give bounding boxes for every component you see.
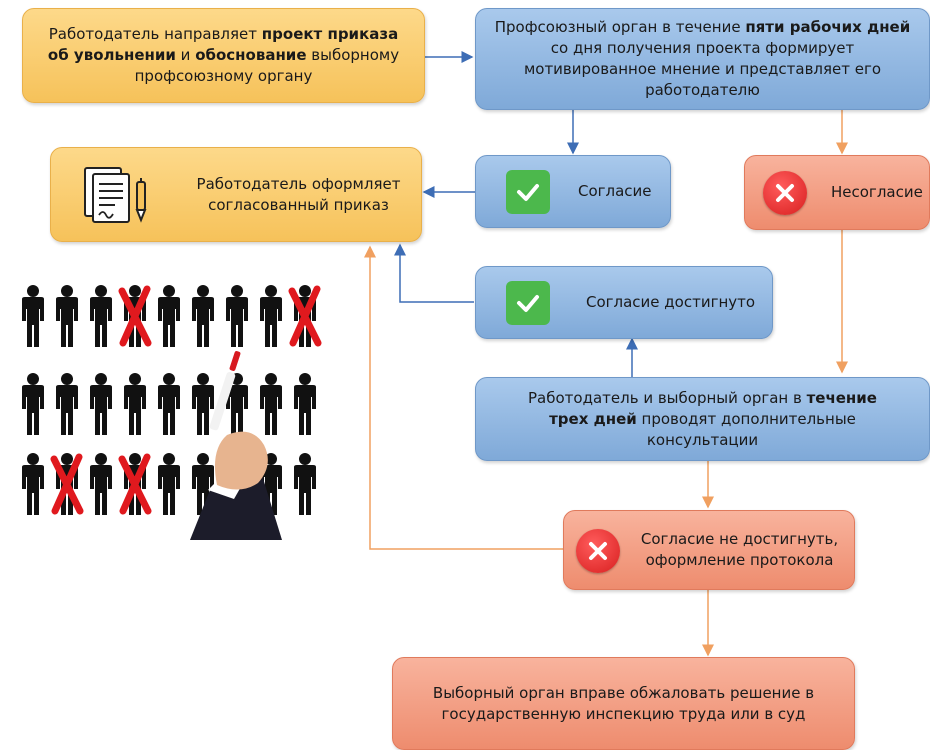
person-figure (158, 285, 180, 347)
arrow-not-reached-to-formalize (364, 245, 563, 550)
person-figure (260, 285, 282, 347)
employer-sends-text: Работодатель направляет проект приказа о… (47, 25, 400, 85)
box-union-body: Профсоюзный орган в течение пяти рабочих… (475, 8, 930, 110)
person-figure (226, 285, 248, 347)
box-agreement-reached: Согласие достигнуто (475, 266, 773, 339)
consultations-text: Работодатель и выборный орган в течение … (528, 388, 877, 449)
agreement-label: Согласие (578, 182, 652, 200)
box-disagreement: Несогласие (744, 155, 930, 230)
person-figure (22, 373, 44, 435)
box-consultations: Работодатель и выборный орган в течение … (475, 377, 930, 461)
not-reached-text: Согласие не достигнуть, оформление прото… (640, 530, 839, 569)
person-figure (90, 373, 112, 435)
check-icon (506, 281, 550, 325)
red-cross-mark (118, 285, 152, 347)
box-employer-formalizes: Работодатель оформляет согласованный при… (50, 147, 422, 242)
union-body-text: Профсоюзный орган в течение пяти рабочих… (494, 18, 911, 99)
disagreement-label: Несогласие (831, 183, 923, 201)
box-not-reached: Согласие не достигнуть, оформление прото… (563, 510, 855, 590)
person-figure (90, 285, 112, 347)
person-figure (294, 453, 316, 515)
cross-icon (763, 171, 807, 215)
person-figure (22, 285, 44, 347)
arrow-reached-to-formalize (394, 243, 474, 303)
box-agreement: Согласие (475, 155, 671, 228)
check-icon (506, 170, 550, 214)
person-figure (294, 373, 316, 435)
box-employer-sends: Работодатель направляет проект приказа о… (22, 8, 425, 103)
person-figure (158, 373, 180, 435)
red-cross-mark (288, 285, 322, 347)
red-cross-mark (118, 453, 152, 515)
cross-icon (576, 529, 620, 573)
person-figure (124, 373, 146, 435)
agreement-reached-label: Согласие достигнуто (586, 293, 756, 311)
person-figure (56, 373, 78, 435)
person-figure (260, 373, 282, 435)
hand-with-marker-illustration (190, 351, 282, 540)
person-figure (56, 285, 78, 347)
person-figure (22, 453, 44, 515)
person-figure (158, 453, 180, 515)
appeal-text: Выборный орган вправе обжаловать решение… (432, 683, 815, 723)
person-figure (192, 285, 214, 347)
red-cross-mark (50, 453, 84, 515)
employer-formalizes-text: Работодатель оформляет согласованный при… (196, 174, 401, 214)
person-figure (90, 453, 112, 515)
people-grid-illustration (22, 285, 322, 540)
box-appeal: Выборный орган вправе обжаловать решение… (392, 657, 855, 750)
documents-with-pen-icon (84, 167, 147, 223)
